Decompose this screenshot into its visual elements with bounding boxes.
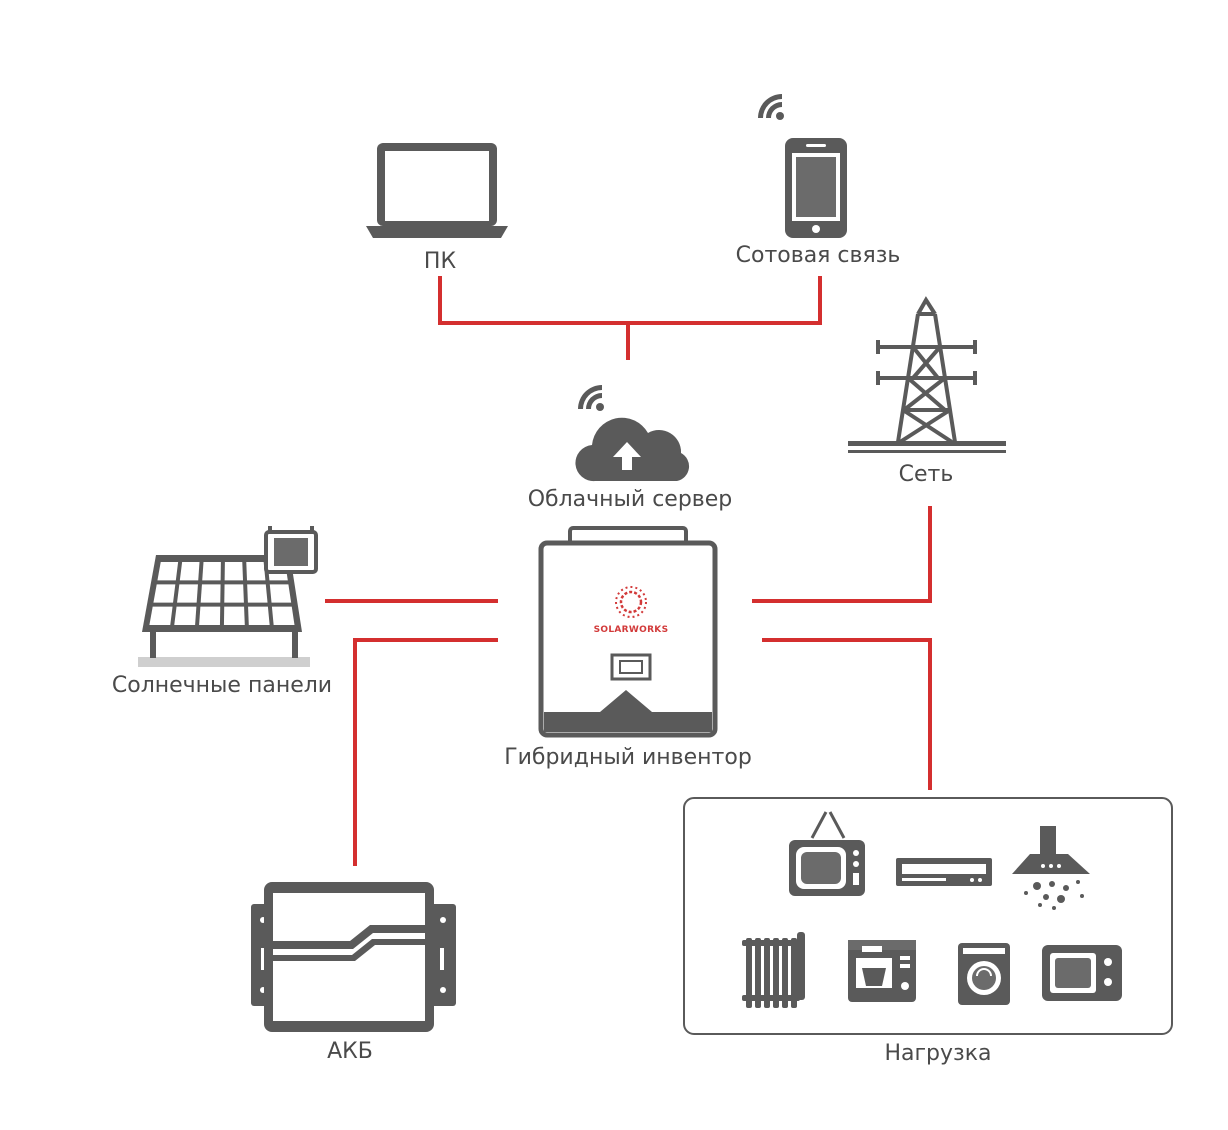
wifi-icon — [758, 94, 784, 120]
coffee-machine-icon — [848, 940, 916, 1002]
wire-battery-inverter — [353, 638, 498, 866]
oil-heater-icon — [742, 932, 805, 1008]
solar-cell — [247, 584, 268, 603]
solar-cell — [224, 584, 244, 603]
mobile-label: Сотовая связь — [736, 243, 901, 268]
solar-label: Солнечные панели — [112, 673, 332, 698]
cloud-upload-icon — [575, 417, 690, 482]
inverter-brand: SOLARWORKS — [594, 625, 669, 635]
battery-icon — [251, 882, 456, 1032]
solar-cell — [157, 562, 179, 581]
solar-cell — [246, 562, 266, 581]
solar-cell — [179, 562, 200, 581]
connection-wires — [325, 276, 932, 866]
solar-cell — [199, 606, 221, 625]
power-tower-icon — [848, 296, 1006, 453]
load-label: Нагрузка — [884, 1041, 991, 1066]
solar-cell — [271, 606, 295, 625]
solar-cell — [153, 584, 176, 603]
solar-cell — [224, 562, 244, 581]
wire-pc-mobile — [438, 276, 822, 325]
solar-cell — [223, 606, 245, 625]
node-inverter: SOLARWORKS Гибридный инвентор — [504, 526, 752, 770]
washing-machine-icon — [958, 943, 1010, 1005]
node-grid: Сеть — [848, 296, 1006, 487]
node-load: Нагрузка — [683, 797, 1173, 1066]
laptop-icon — [366, 143, 508, 238]
solar-panel-icon — [138, 526, 318, 667]
wire-grid-inverter — [752, 506, 932, 603]
tv-icon — [789, 811, 865, 896]
inverter-icon: SOLARWORKS — [538, 526, 718, 738]
wifi-icon — [578, 385, 604, 411]
range-hood-icon — [1012, 826, 1090, 910]
solar-cell — [200, 584, 221, 603]
pc-label: ПК — [424, 249, 457, 274]
solar-cell — [248, 606, 270, 625]
inverter-label: Гибридный инвентор — [504, 745, 752, 770]
solar-cell — [149, 606, 173, 625]
grid-label: Сеть — [899, 462, 954, 487]
node-cloud: Облачный сервер — [528, 385, 733, 512]
solarworks-logo-icon — [615, 586, 647, 618]
solar-cell — [269, 584, 292, 603]
node-solar: Солнечные панели — [112, 526, 332, 698]
battery-label: АКБ — [327, 1039, 373, 1064]
dvd-player-icon — [896, 858, 992, 886]
node-pc: ПК — [366, 143, 508, 274]
solar-cell — [177, 584, 198, 603]
solar-cell — [174, 606, 197, 625]
wire-load-inverter — [762, 638, 932, 790]
cloud-label: Облачный сервер — [528, 487, 733, 512]
node-battery: АКБ — [251, 882, 456, 1064]
solar-cell — [202, 562, 221, 581]
node-mobile: Сотовая связь — [736, 94, 901, 268]
smartphone-icon — [785, 138, 847, 238]
microwave-icon — [1042, 945, 1122, 1001]
